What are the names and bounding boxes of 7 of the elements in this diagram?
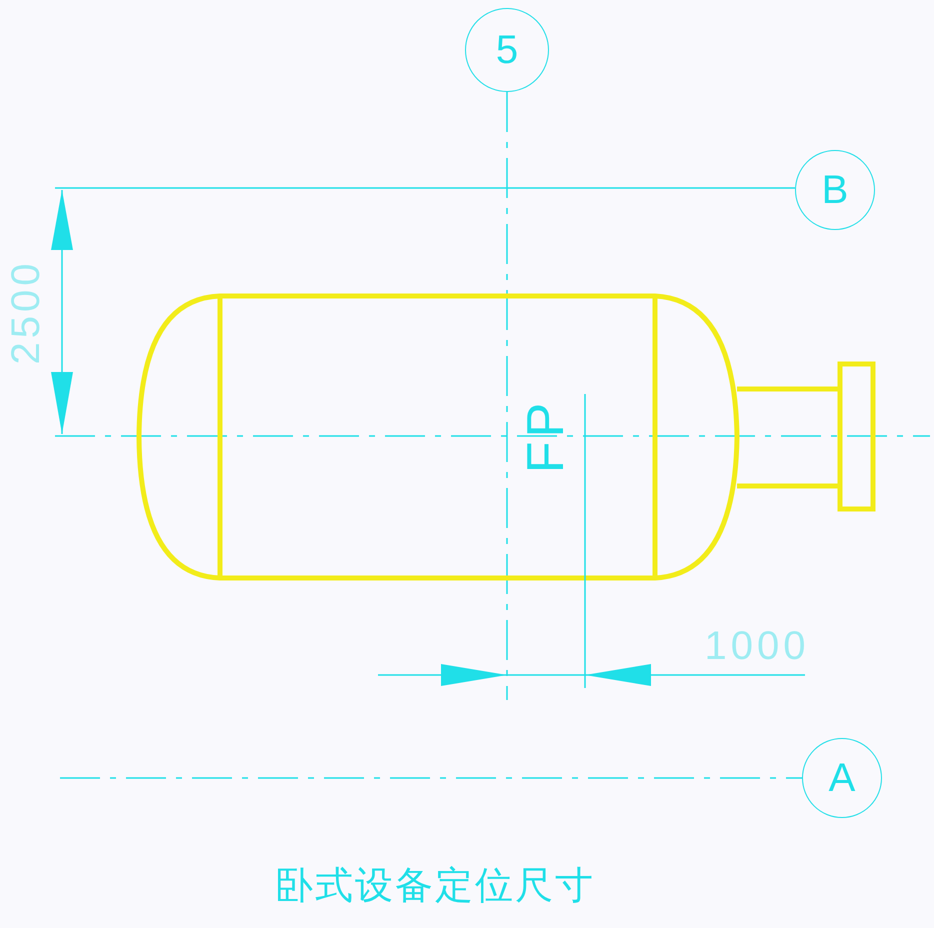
caption: 卧式设备定位尺寸 xyxy=(275,865,595,907)
dimension-text: FP xyxy=(520,398,572,474)
dimension-text: 2500 xyxy=(6,260,46,364)
dimension-text: 1000 xyxy=(704,626,810,666)
axis-bubble: B xyxy=(795,150,875,230)
axis-bubble: 5 xyxy=(465,8,549,92)
axis-bubble: A xyxy=(802,738,882,818)
